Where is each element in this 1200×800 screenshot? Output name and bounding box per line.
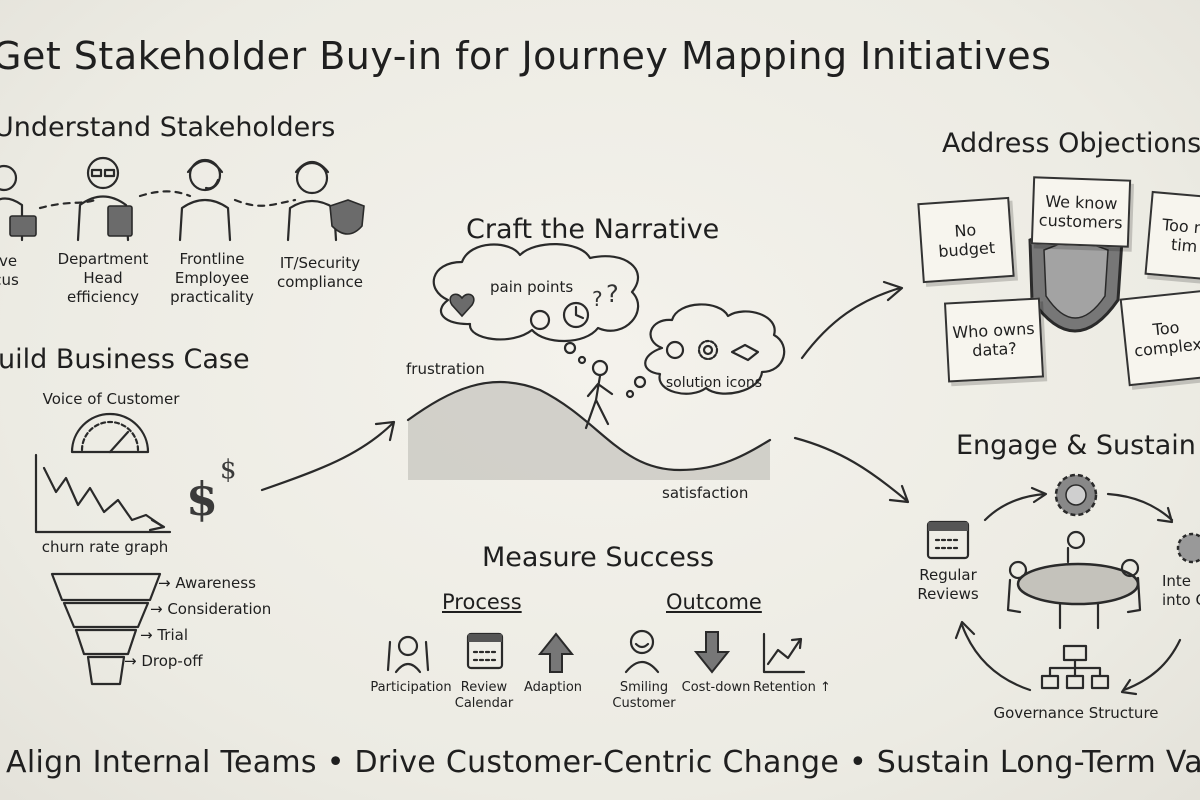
review-calendar-label: Review Calendar [454,680,514,711]
arrow-narrative-to-engage [793,436,908,502]
chat-bubble-icon [529,309,551,331]
objection-note-budget: No budget [917,196,1015,284]
voc-gauge-icon [70,412,150,454]
objection-note-too-much-time: Too m tim [1144,190,1200,282]
measure-heading: Measure Success [482,542,715,573]
adaption-label: Adaption [523,680,583,695]
stakeholder-connector [38,190,297,210]
objection-note-know-customers: We know customers [1030,176,1132,248]
cost-down-label: Cost-down [681,680,751,695]
integrate-label: Inte into O [1162,572,1200,609]
churn-rate-graph [34,453,172,534]
funnel-trial: → Trial [140,626,188,644]
handshake-icon [730,343,760,362]
lightbulb-icon [665,340,685,360]
funnel-awareness: → Awareness [158,574,256,592]
narrative-heading: Craft the Narrative [466,214,720,245]
arrow-business-to-narrative [260,422,394,492]
funnel-dropoff: → Drop-off [124,652,203,670]
executive-figure-icon [0,164,37,242]
objection-note-complex: Too complex [1119,289,1200,387]
understand-stakeholders-heading: Understand Stakeholders [0,112,336,143]
clock-icon [562,301,590,329]
dollar-sign-icon: $ [186,472,218,526]
regular-reviews-label: Regular Reviews [917,566,979,603]
retention-label: Retention ↑ [753,680,831,695]
review-calendar-icon [466,632,504,670]
up-arrow-icon [537,632,575,673]
governance-label: Governance Structure [993,704,1159,722]
frontline-employee-icon [178,158,232,242]
objections-heading: Address Objections [942,128,1200,159]
role-department-head-label: Department Head efficiency [57,250,149,306]
churn-label: churn rate graph [41,538,169,556]
journey-hill [408,381,770,480]
engage-heading: Engage & Sustain [956,430,1196,461]
smiling-customer-label: Smiling Customer [612,680,676,711]
cycle-arrow-bottom-right [1122,638,1182,692]
gear-icon [697,339,719,361]
arrow-narrative-to-objections [800,286,902,360]
business-case-heading: uild Business Case [0,344,250,375]
role-it-security-label: IT/Security compliance [276,254,364,291]
smiling-customer-icon [624,629,660,674]
cycle-arrow-top-right [1106,492,1174,522]
integrate-gear-icon [1176,532,1200,564]
gear-team-icon [1054,473,1098,517]
org-chart-icon [1040,644,1110,690]
cycle-arrow-top-left [983,492,1047,522]
it-security-icon [286,160,365,242]
voc-label: Voice of Customer [42,390,180,408]
department-head-icon [76,156,133,242]
retention-chart-icon [762,632,806,674]
footer-tagline: Align Internal Teams • Drive Customer-Ce… [6,745,1200,780]
cycle-arrow-bottom-left [960,623,1032,692]
walking-person-icon [584,359,614,430]
outcome-heading: Outcome [666,590,762,614]
solution-icons-cloud [644,303,786,395]
role-executive-label: ive cus [0,252,19,289]
pain-points-cloud [432,243,640,343]
question-mark-icon: ? [606,280,619,308]
broken-heart-icon [449,293,475,318]
dollar-sign-small-icon: $ [220,455,237,485]
participation-label: Participation [370,680,452,695]
process-heading: Process [442,590,522,614]
participation-icon [386,635,430,674]
question-marks-icon: ? [592,287,603,311]
objection-note-data-owner: Who owns data? [943,297,1045,383]
frustration-label: frustration [406,360,485,378]
calendar-icon [926,520,970,560]
page-title: Get Stakeholder Buy-in for Journey Mappi… [0,34,1052,78]
down-arrow-icon [693,631,731,674]
pain-points-label: pain points [490,278,574,296]
solution-icons-label: solution icons [665,375,763,391]
sales-funnel [50,572,162,686]
meeting-table-icon [1006,530,1142,630]
funnel-consideration: → Consideration [150,600,272,618]
satisfaction-label: satisfaction [662,484,749,502]
role-frontline-employee-label: Frontline Employee practicality [170,250,254,306]
